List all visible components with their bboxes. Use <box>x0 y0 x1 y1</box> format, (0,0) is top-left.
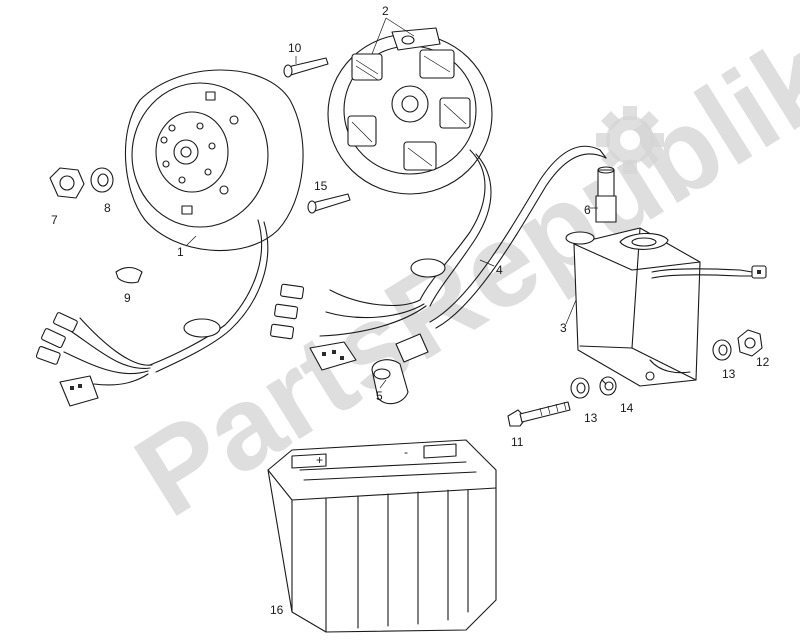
callout-washer-left: 13 <box>584 411 598 425</box>
callout-stator-screw: 10 <box>288 41 302 55</box>
woodruff-key <box>115 266 143 284</box>
callout-battery: 16 <box>270 603 284 617</box>
flywheel-nut <box>49 167 85 199</box>
callout-regulator-nut: 12 <box>756 355 770 369</box>
callout-woodruff-key: 9 <box>124 291 131 305</box>
callout-stator: 2 <box>382 4 389 18</box>
regulator-nut <box>737 329 763 357</box>
battery: + - <box>267 439 497 633</box>
callout-flywheel-washer: 8 <box>104 201 111 215</box>
regulator-bolt <box>507 401 571 427</box>
callout-washer-right: 13 <box>722 367 736 381</box>
ground-cable-cap <box>595 166 617 223</box>
callout-pickup-screw: 15 <box>314 179 328 193</box>
regulator <box>565 227 767 387</box>
washer-left <box>570 377 590 399</box>
callout-flywheel-nut: 7 <box>51 213 58 227</box>
callout-spark-plug-cap: 5 <box>376 389 383 403</box>
washer-right <box>712 339 732 361</box>
battery-positive-label: + <box>316 453 323 467</box>
spark-plug-cap <box>371 333 429 405</box>
flywheel <box>35 69 304 407</box>
ignition-cable <box>429 145 607 329</box>
flywheel-washer <box>90 167 114 193</box>
callout-lock-washer: 14 <box>620 401 634 415</box>
callout-ignition-cable: 4 <box>496 263 503 277</box>
callout-regulator: 3 <box>560 321 567 335</box>
callout-regulator-bolt: 11 <box>511 435 524 449</box>
leader-lines <box>185 17 598 389</box>
lock-washer <box>599 376 617 396</box>
pickup-screw <box>307 193 351 214</box>
stator-screw <box>283 57 329 78</box>
callouts: 1 2 3 4 5 6 7 8 9 10 11 12 13 14 15 16 1… <box>51 4 770 617</box>
callout-ground-cap: 6 <box>584 203 591 217</box>
stator <box>270 27 493 371</box>
battery-negative-label: - <box>404 445 408 459</box>
callout-flywheel: 1 <box>177 245 184 259</box>
gear-icon <box>596 106 664 174</box>
